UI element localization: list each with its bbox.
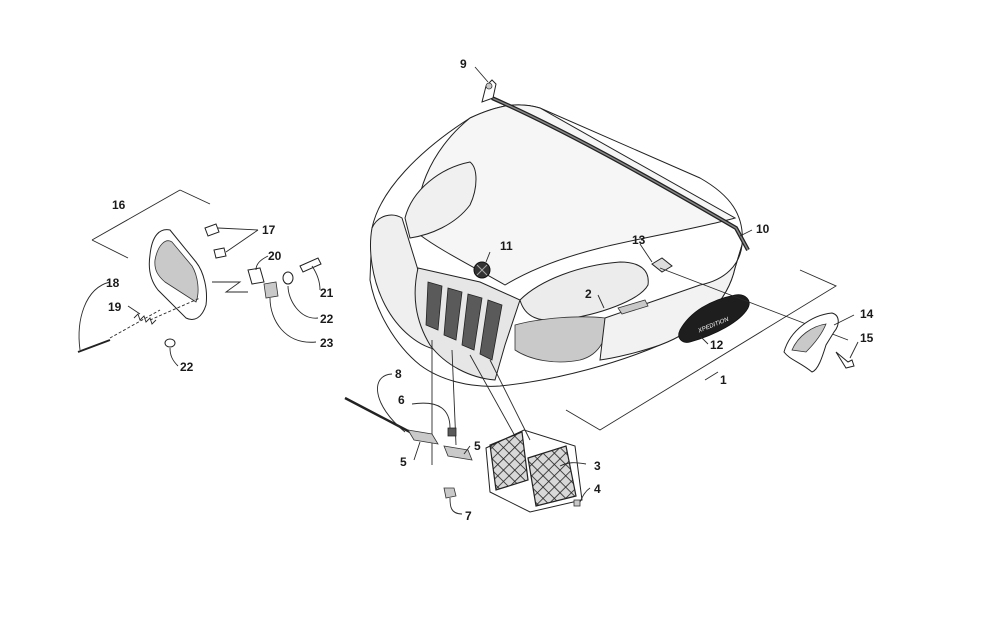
callout-4: 4 <box>594 482 601 496</box>
bolt-21 <box>299 257 322 273</box>
callout-19: 19 <box>108 300 122 314</box>
hood-emblem-slot <box>617 299 649 315</box>
callout-2: 2 <box>585 287 592 301</box>
callout-14: 14 <box>860 307 874 321</box>
hood-latch <box>481 79 497 103</box>
washer-22-upper <box>282 271 294 285</box>
callout-5a: 5 <box>400 455 407 469</box>
callout-1: 1 <box>720 373 727 387</box>
screw-4 <box>573 499 581 507</box>
spring-19 <box>133 313 157 325</box>
callout-16: 16 <box>112 198 126 212</box>
release-cable <box>344 396 411 434</box>
headlight-assembly <box>77 223 322 353</box>
screw-17-b <box>213 247 227 259</box>
grab-handle <box>783 312 839 373</box>
adjust-screw-18 <box>77 339 111 353</box>
hood-decal <box>678 294 750 343</box>
bolt-15 <box>835 351 855 369</box>
callout-18: 18 <box>106 276 120 290</box>
callout-20: 20 <box>268 249 282 263</box>
callout-23: 23 <box>320 336 334 350</box>
spacer-23 <box>263 281 279 299</box>
group-brackets <box>91 189 837 431</box>
hood-left-scoop <box>404 161 477 239</box>
bracket-5-right <box>443 445 473 461</box>
grille-mesh <box>485 429 583 513</box>
callout-6: 6 <box>398 393 405 407</box>
bracket-5-left <box>407 429 439 445</box>
callout-11: 11 <box>500 239 513 253</box>
hood-clip <box>651 257 673 273</box>
callout-8: 8 <box>395 367 402 381</box>
grille-slot-4 <box>479 299 503 361</box>
nut-6 <box>447 427 457 437</box>
callout-10: 10 <box>756 222 770 236</box>
grille-slot-2 <box>443 287 463 341</box>
callout-9: 9 <box>460 57 467 71</box>
fastener-7 <box>443 487 457 499</box>
callout-3: 3 <box>594 459 601 473</box>
callout-22a: 22 <box>320 312 334 326</box>
callout-15: 15 <box>860 331 874 345</box>
screw-17-a <box>204 223 220 237</box>
callout-7: 7 <box>465 509 472 523</box>
callout-5b: 5 <box>474 439 481 453</box>
washer-22-lower <box>164 338 176 348</box>
grille-slot-3 <box>461 293 483 351</box>
grille-slot-1 <box>425 281 443 331</box>
callout-21: 21 <box>320 286 334 300</box>
adjuster-20 <box>247 267 265 285</box>
callout-12: 12 <box>710 338 724 352</box>
callout-13: 13 <box>632 233 646 247</box>
callout-17: 17 <box>262 223 276 237</box>
leader-lines <box>78 66 859 515</box>
callouts: 9 10 11 13 2 12 1 14 15 8 6 5 5 3 4 7 16… <box>106 57 874 523</box>
callout-22b: 22 <box>180 360 194 374</box>
hood-assembly: XPEDITION <box>369 104 750 387</box>
